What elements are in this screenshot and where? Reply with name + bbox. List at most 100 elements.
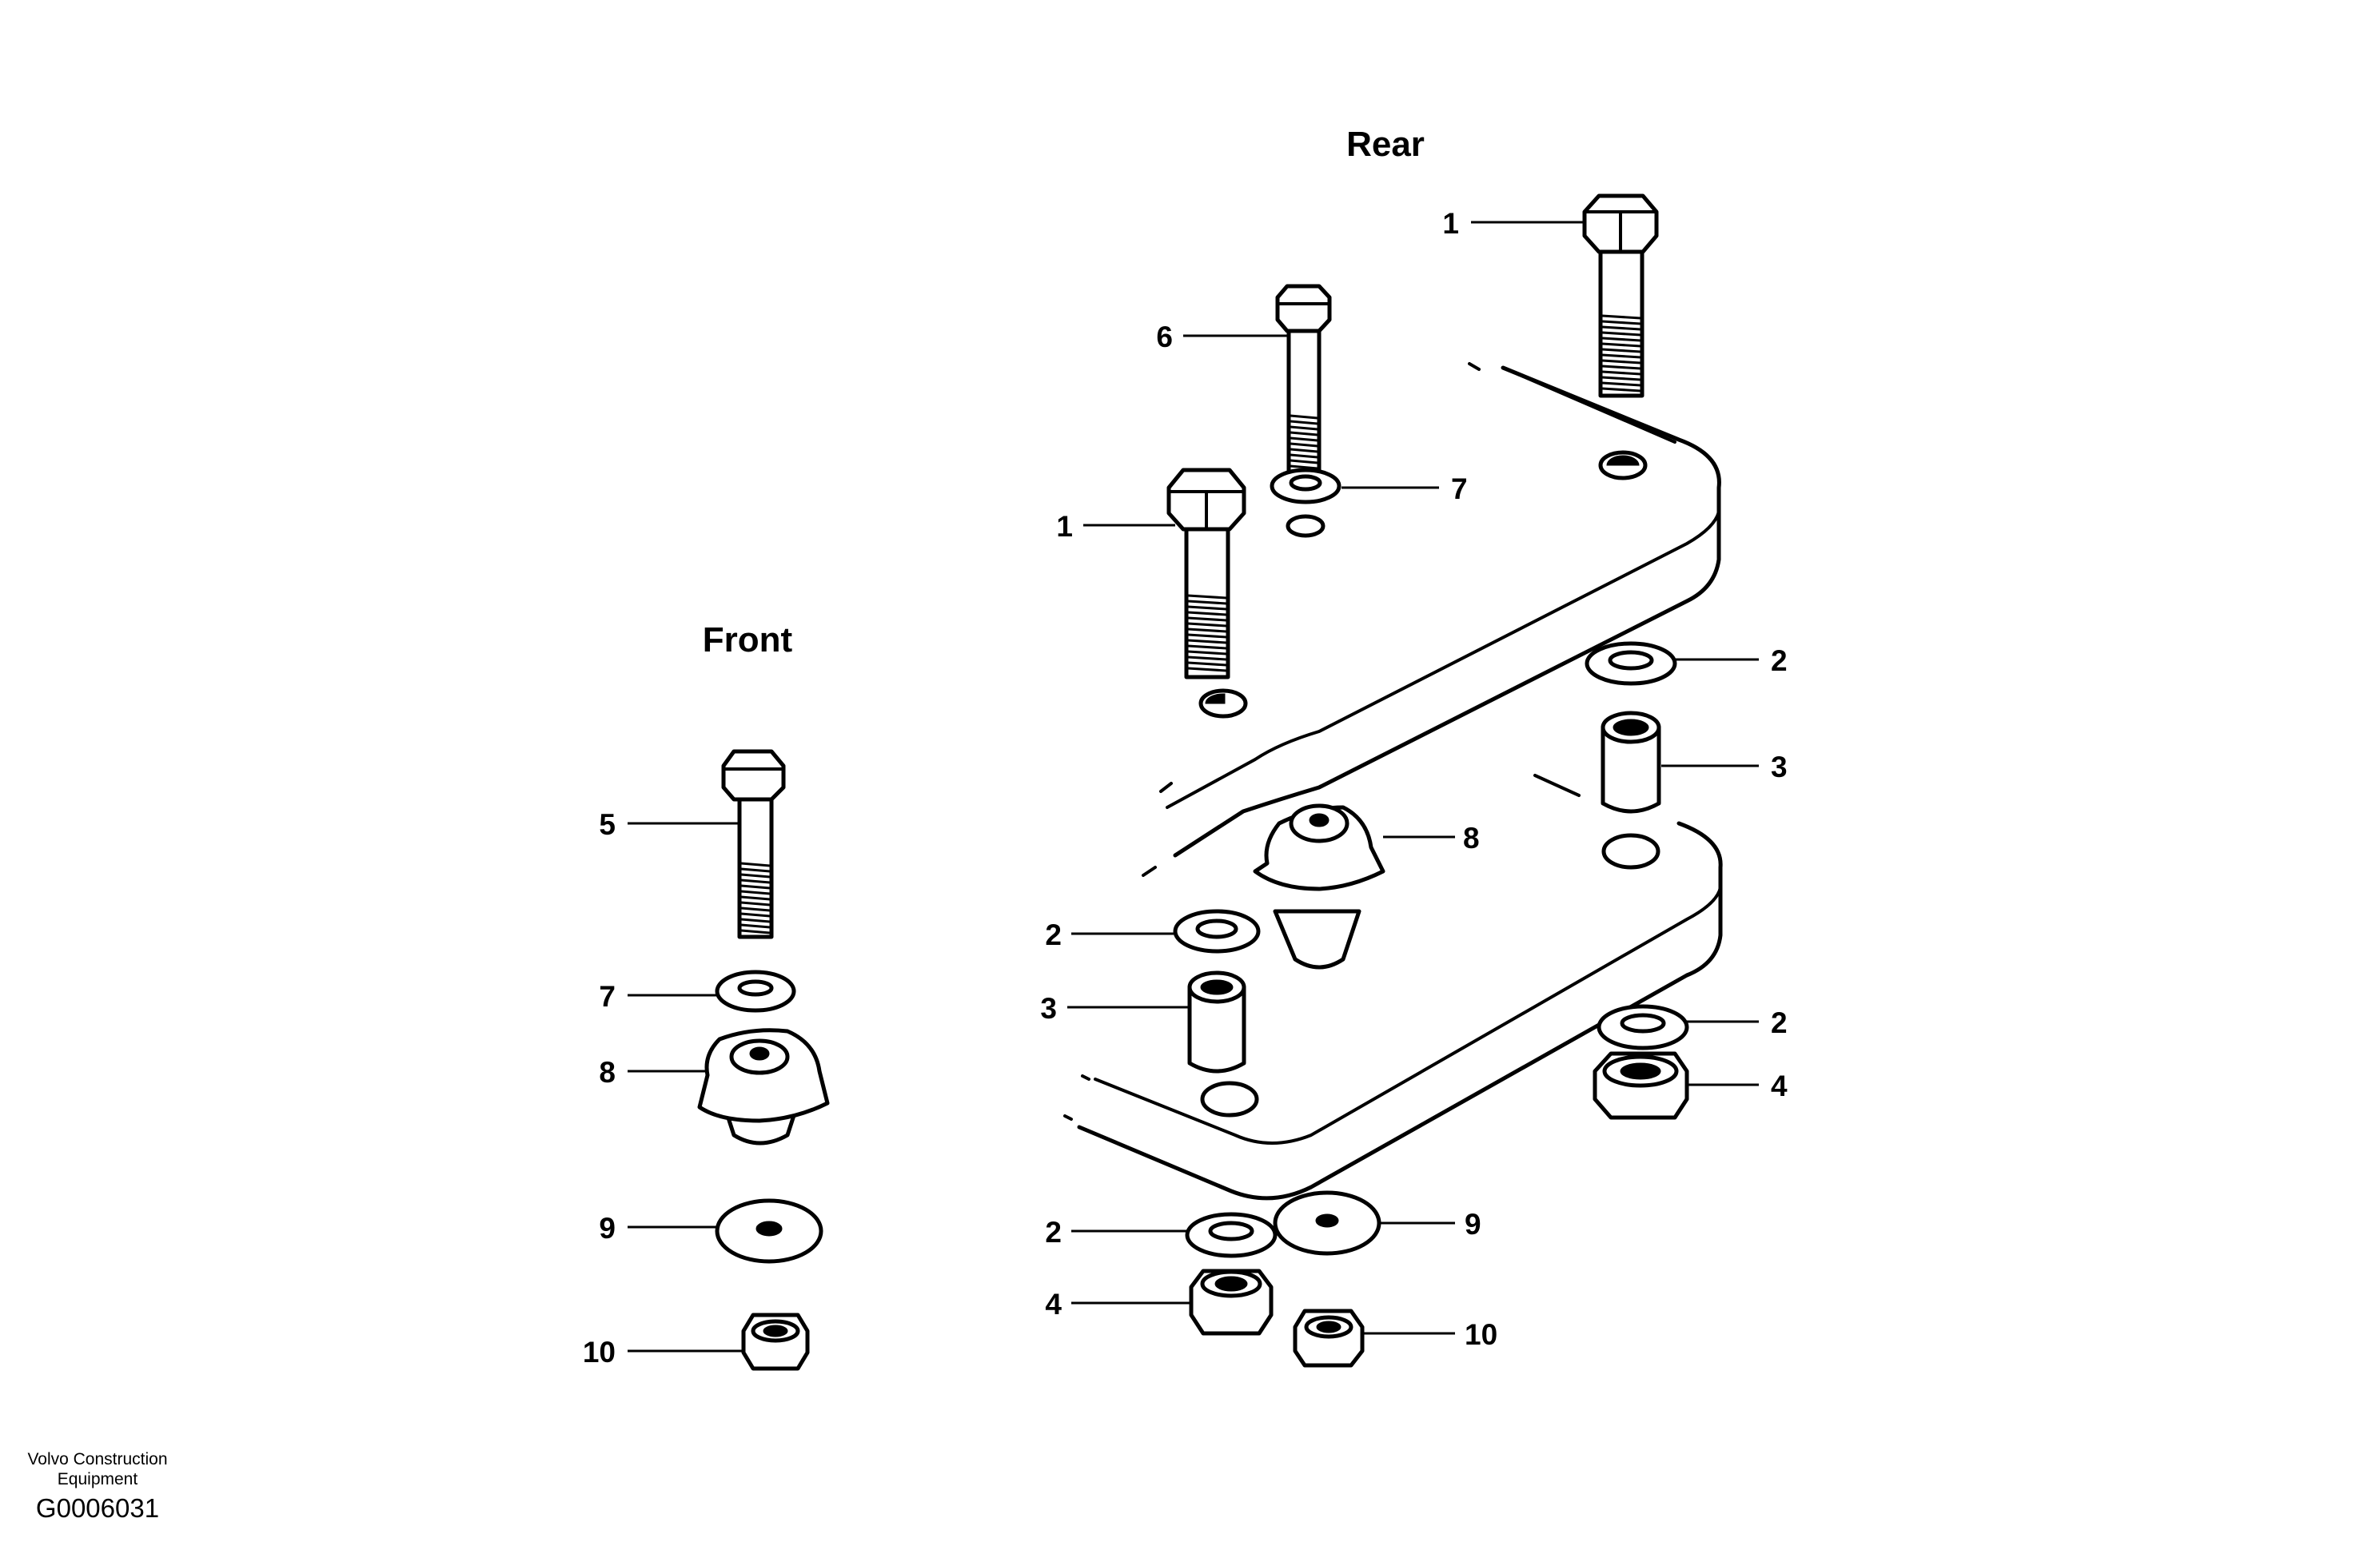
rear-bolt-small <box>1275 284 1332 479</box>
callout-rear-small-nut: 10 <box>1465 1318 1497 1351</box>
callout-rear-bolt-small: 6 <box>1156 321 1173 353</box>
callout-rear-bolt-top: 1 <box>1442 207 1459 240</box>
thread-line <box>1601 381 1641 387</box>
thread-line <box>1187 633 1227 639</box>
upper-bracket-plate <box>1142 362 1721 877</box>
callout-front-mount: 8 <box>599 1056 616 1089</box>
callout-rear-left-nut: 4 <box>1045 1288 1062 1321</box>
thread-line <box>1187 655 1227 661</box>
thread-line <box>740 929 771 934</box>
thread-line <box>740 867 771 873</box>
thread-line <box>1290 453 1318 459</box>
rear-left-spacer <box>1187 970 1246 1074</box>
callout-rear-left-washer-lower: 2 <box>1045 1216 1062 1249</box>
callout-rear-bolt-mid: 1 <box>1056 510 1073 543</box>
thread-line <box>1290 442 1318 448</box>
thread-line <box>1601 320 1641 325</box>
thread-line <box>1187 605 1227 611</box>
thread-line <box>1601 314 1641 320</box>
thread-line <box>1187 650 1227 655</box>
thread-line <box>740 873 771 879</box>
thread-line <box>740 862 771 867</box>
callout-front-bolt: 5 <box>599 808 616 841</box>
thread-line <box>1601 387 1641 392</box>
front-rubber-mount <box>697 1028 830 1146</box>
thread-line <box>1187 622 1227 628</box>
thread-line <box>1601 359 1641 365</box>
thread-line <box>1290 425 1318 431</box>
callout-rear-right-spacer: 3 <box>1771 751 1788 783</box>
thread-line <box>1290 414 1318 420</box>
thread-line <box>1601 325 1641 331</box>
thread-line <box>740 918 771 923</box>
thread-line <box>1187 639 1227 644</box>
thread-line <box>1290 431 1318 436</box>
thread-line <box>1601 342 1641 348</box>
rear-right-washer-lower <box>1597 1004 1689 1050</box>
thread-line <box>1601 376 1641 381</box>
rear-rubber-mount <box>1253 803 1385 970</box>
thread-line <box>1187 628 1227 633</box>
rear-right-washer-upper <box>1585 641 1677 686</box>
credit-line-1: Volvo Construction <box>27 1450 167 1468</box>
thread-line <box>1601 353 1641 359</box>
callout-rear-right-washer-upper: 2 <box>1771 644 1788 677</box>
figure-code: G0006031 <box>36 1493 159 1523</box>
callout-rear-right-washer-lower: 2 <box>1771 1006 1788 1039</box>
callout-rear-washer-small: 7 <box>1451 472 1468 505</box>
thread-line <box>1187 611 1227 616</box>
rear-plate-washer <box>1273 1190 1381 1256</box>
rear-heading: Rear <box>1346 125 1425 164</box>
front-heading: Front <box>703 620 793 659</box>
thread-line <box>1187 594 1227 600</box>
thread-line <box>740 912 771 918</box>
thread-line <box>1187 616 1227 622</box>
thread-line <box>1601 370 1641 376</box>
thread-line <box>1290 436 1318 442</box>
thread-line <box>1601 348 1641 353</box>
rear-washer-small <box>1270 468 1341 504</box>
thread-line <box>1187 661 1227 667</box>
rear-bolt-top <box>1582 193 1659 398</box>
thread-line <box>1290 464 1318 470</box>
thread-line <box>740 879 771 884</box>
callout-rear-left-washer-upper: 2 <box>1045 918 1062 951</box>
front-nut <box>741 1313 810 1371</box>
callout-front-nut: 10 <box>583 1336 616 1369</box>
lower-bracket-plate <box>1063 774 1723 1201</box>
leader-lines <box>628 221 1759 1353</box>
callout-rear-plate-washer: 9 <box>1465 1208 1481 1241</box>
rear-left-washer-upper <box>1173 909 1261 954</box>
front-bolt <box>721 749 786 939</box>
rear-small-nut <box>1293 1309 1365 1368</box>
thread-line <box>740 895 771 901</box>
thread-line <box>1187 644 1227 650</box>
thread-line <box>740 923 771 929</box>
rear-left-nut <box>1189 1269 1274 1336</box>
thread-line <box>1601 365 1641 370</box>
thread-line <box>1290 459 1318 464</box>
thread-line <box>1290 420 1318 425</box>
rear-right-nut <box>1593 1051 1689 1120</box>
thread-line <box>740 907 771 912</box>
credit-line-2: Equipment <box>58 1470 138 1488</box>
thread-line <box>1601 337 1641 342</box>
callout-front-plate-washer: 9 <box>599 1212 616 1245</box>
rear-bolt-mid <box>1166 468 1246 679</box>
thread-line <box>740 890 771 895</box>
callout-front-washer: 7 <box>599 980 616 1013</box>
thread-line <box>1601 331 1641 337</box>
callout-rear-left-spacer: 3 <box>1040 992 1057 1025</box>
thread-line <box>740 901 771 907</box>
thread-line <box>740 884 771 890</box>
callout-rear-mount: 8 <box>1463 822 1480 855</box>
front-plate-washer <box>715 1198 823 1264</box>
rear-left-washer-lower <box>1185 1212 1278 1258</box>
rear-right-spacer <box>1601 711 1661 814</box>
front-washer <box>715 970 796 1013</box>
thread-line <box>1187 667 1227 672</box>
callout-rear-right-nut: 4 <box>1771 1070 1788 1102</box>
thread-line <box>1290 448 1318 453</box>
thread-line <box>1187 600 1227 605</box>
